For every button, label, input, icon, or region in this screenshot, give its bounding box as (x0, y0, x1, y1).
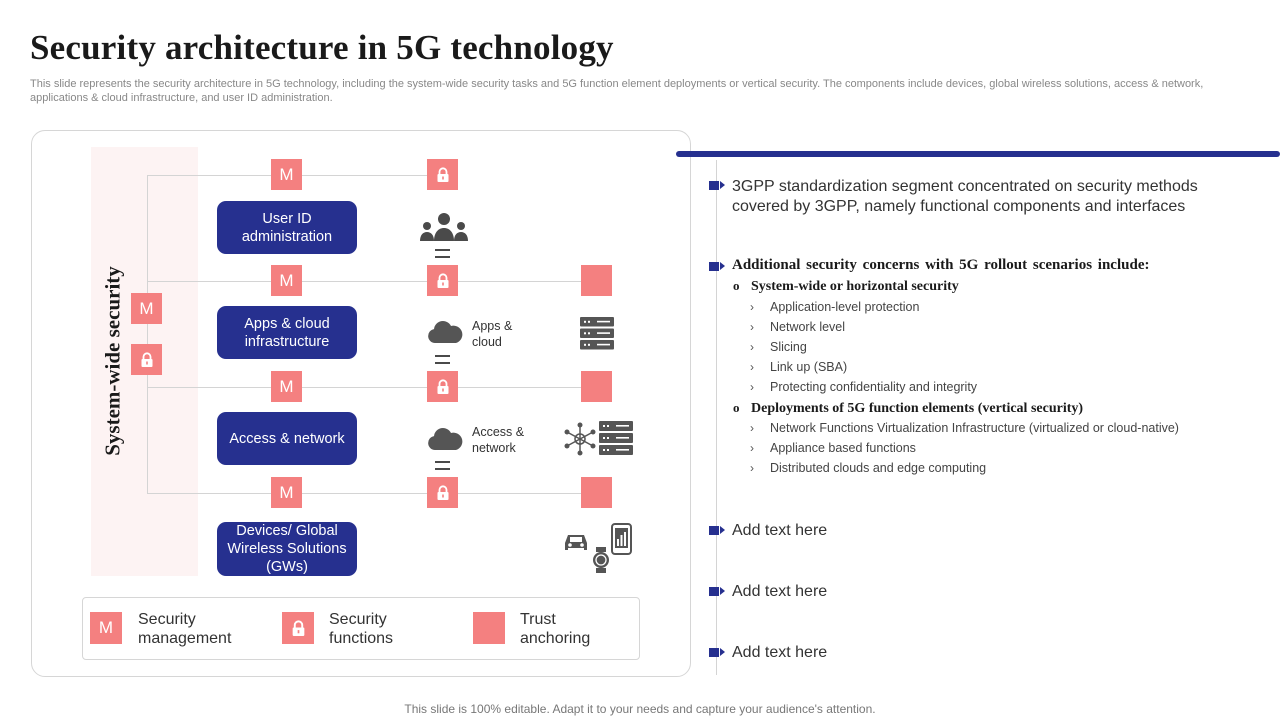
layer-devices-box[interactable]: Devices/ Global Wireless Solutions (GWs) (217, 522, 357, 576)
list-item: ›Slicing (750, 340, 807, 354)
lock-square-row-3 (427, 371, 458, 402)
connector-row-4 (147, 493, 597, 494)
lock-square-row-1 (427, 159, 458, 190)
system-wide-label: System-wide security (100, 266, 125, 456)
list-item: ›Distributed clouds and edge computing (750, 461, 987, 475)
legend-trust-label: Trust anchoring (520, 611, 591, 647)
placeholder-text-3[interactable]: Add text here (732, 644, 828, 661)
mgmt-square-row-4: M (271, 477, 302, 508)
lock-icon (437, 484, 448, 500)
network-hub-icon (564, 422, 596, 456)
lock-square-row-2 (427, 265, 458, 296)
trust-square-row-3 (581, 371, 612, 402)
equals-icon (435, 461, 450, 470)
equals-icon (435, 355, 450, 364)
layer-apps-cloud-box[interactable]: Apps & cloud infrastructure (217, 306, 357, 359)
left-connector (147, 175, 148, 493)
server-icon (599, 421, 633, 455)
bullet-icon (709, 180, 726, 190)
lock-icon (292, 619, 304, 636)
legend-management-swatch: M (90, 612, 122, 644)
concerns-heading: Additional security concerns with 5G rol… (732, 257, 1150, 273)
connector-row-2 (147, 281, 597, 282)
lock-icon (437, 272, 448, 288)
slide-subtitle: This slide represents the security archi… (30, 78, 1204, 104)
legend-functions-swatch (282, 612, 314, 644)
lock-icon (437, 166, 448, 182)
bullet-icon (709, 586, 726, 596)
vertical-divider (716, 160, 717, 675)
equals-icon (435, 249, 450, 258)
lock-square-row-4 (427, 477, 458, 508)
bullet-icon (709, 261, 726, 271)
apps-cloud-label: Apps & cloud (472, 319, 513, 349)
system-lock-square (131, 344, 162, 375)
slide-footer: This slide is 100% editable. Adapt it to… (404, 702, 876, 716)
list-item: ›Network level (750, 320, 846, 334)
slide-title: Security architecture in 5G technology (30, 28, 614, 67)
intro-text: 3GPP standardization segment concentrate… (732, 178, 1198, 215)
server-icon (580, 317, 614, 350)
layer-user-id-box[interactable]: User ID administration (217, 201, 357, 254)
header-rule (676, 151, 1280, 157)
bullet-icon (709, 525, 726, 535)
bullet-icon (709, 647, 726, 657)
cloud-icon (428, 321, 463, 343)
list-item: ›Link up (SBA) (750, 360, 848, 374)
placeholder-text-1[interactable]: Add text here (732, 522, 828, 539)
mgmt-square-row-2: M (271, 265, 302, 296)
connector-row-3 (147, 387, 597, 388)
legend-trust-swatch (473, 612, 505, 644)
list-item: ›Application-level protection (750, 300, 920, 314)
trust-square-row-2 (581, 265, 612, 296)
list-item: ›Network Functions Virtualization Infras… (750, 421, 1179, 435)
mgmt-square-row-1: M (271, 159, 302, 190)
car-icon (565, 535, 587, 550)
legend-functions-label: Security functions (329, 611, 394, 647)
legend-management-label: Security management (138, 611, 232, 647)
trust-square-row-4 (581, 477, 612, 508)
list-item: ›Appliance based functions (750, 441, 916, 455)
smartphone-icon (611, 523, 632, 555)
placeholder-text-2[interactable]: Add text here (732, 583, 828, 600)
legend-box (82, 597, 640, 660)
layer-access-network-box[interactable]: Access & network (217, 412, 357, 465)
users-icon (420, 213, 468, 241)
list-item: ›Protecting confidentiality and integrit… (750, 380, 978, 394)
cloud-icon (428, 428, 463, 450)
lock-icon (141, 351, 152, 367)
mgmt-square-row-3: M (271, 371, 302, 402)
smartwatch-icon (593, 547, 609, 573)
lock-icon (437, 378, 448, 394)
access-network-label: Access & network (472, 425, 525, 455)
system-management-square: M (131, 293, 162, 324)
